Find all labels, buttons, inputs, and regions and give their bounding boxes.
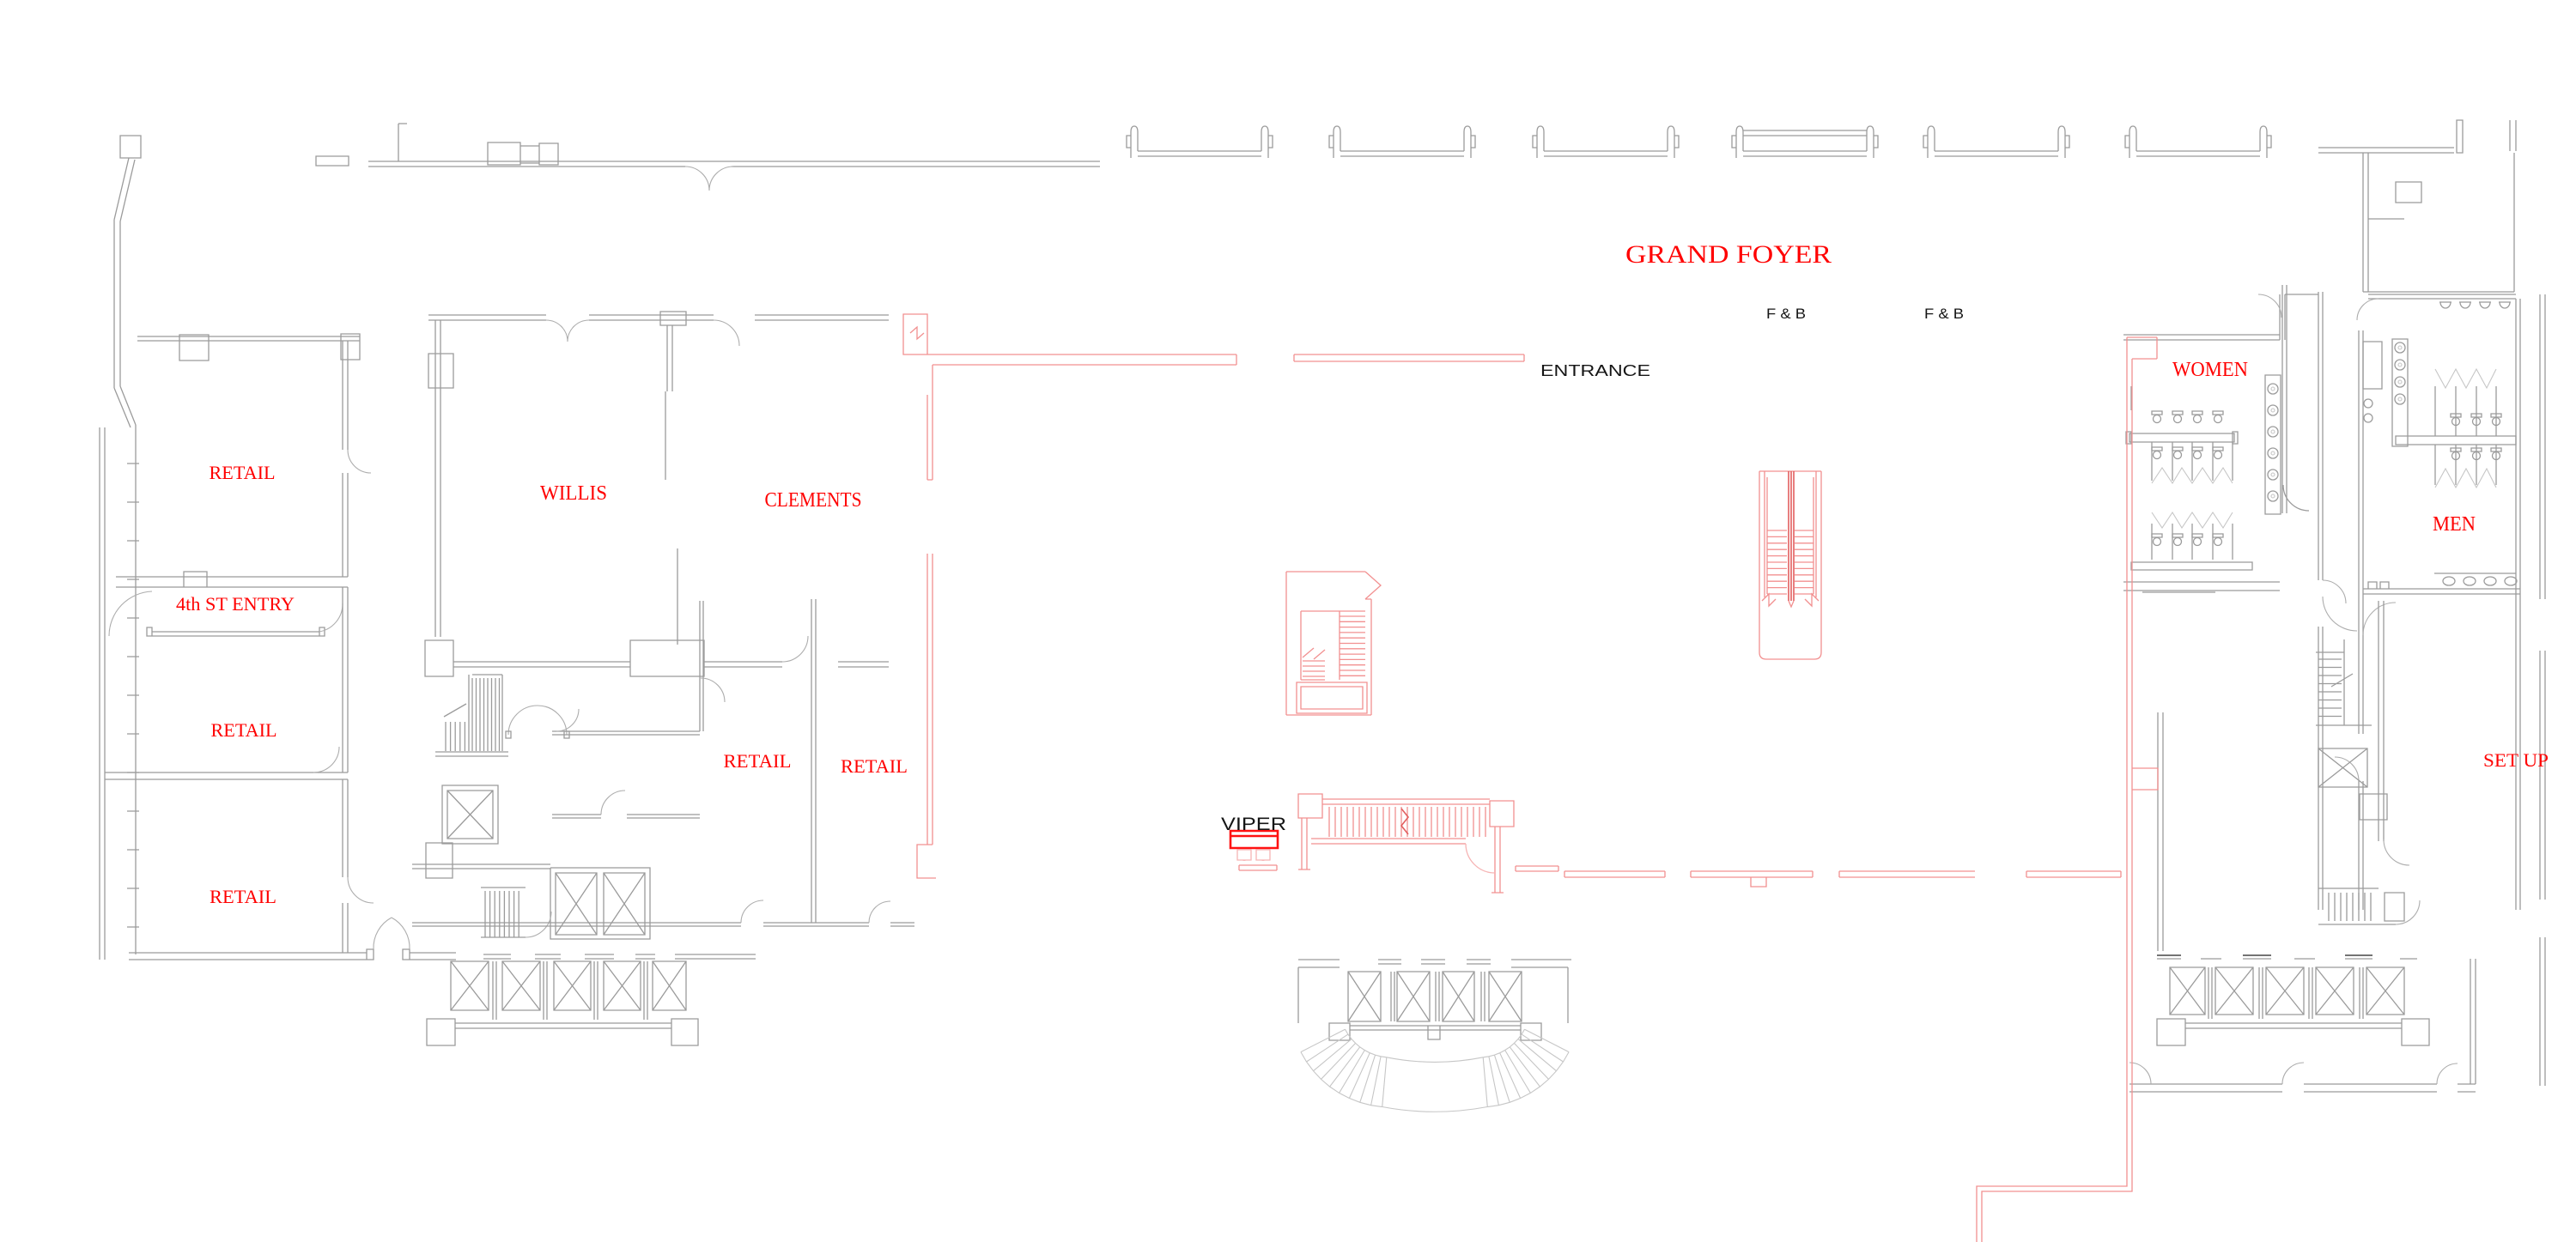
label-retail-sw: RETAIL	[210, 886, 276, 907]
label-men: MEN	[2433, 513, 2476, 536]
label-f-and-b-left: F & B	[1766, 306, 1806, 322]
label-willis: WILLIS	[540, 482, 607, 505]
labels-layer: GRAND FOYER F & B F & B ENTRANCE WOMEN M…	[176, 240, 2549, 907]
label-retail-nw: RETAIL	[210, 462, 276, 483]
label-entrance: ENTRANCE	[1540, 362, 1650, 379]
label-retail-c2: RETAIL	[841, 755, 908, 777]
red-walls-layer	[902, 313, 2159, 1242]
label-f-and-b-right: F & B	[1924, 306, 1964, 322]
label-retail-w: RETAIL	[211, 719, 277, 741]
label-4th-st-entry: 4th ST ENTRY	[176, 593, 295, 615]
gray-walls-layer	[99, 119, 2546, 1112]
fixtures-layer	[2151, 301, 2518, 586]
label-grand-foyer: GRAND FOYER	[1625, 240, 1832, 269]
label-viper: VIPER	[1221, 815, 1286, 834]
label-women: WOMEN	[2172, 359, 2248, 381]
label-retail-c1: RETAIL	[724, 750, 792, 772]
label-clements: CLEMENTS	[765, 489, 862, 512]
label-set-up: SET UP	[2483, 749, 2549, 771]
